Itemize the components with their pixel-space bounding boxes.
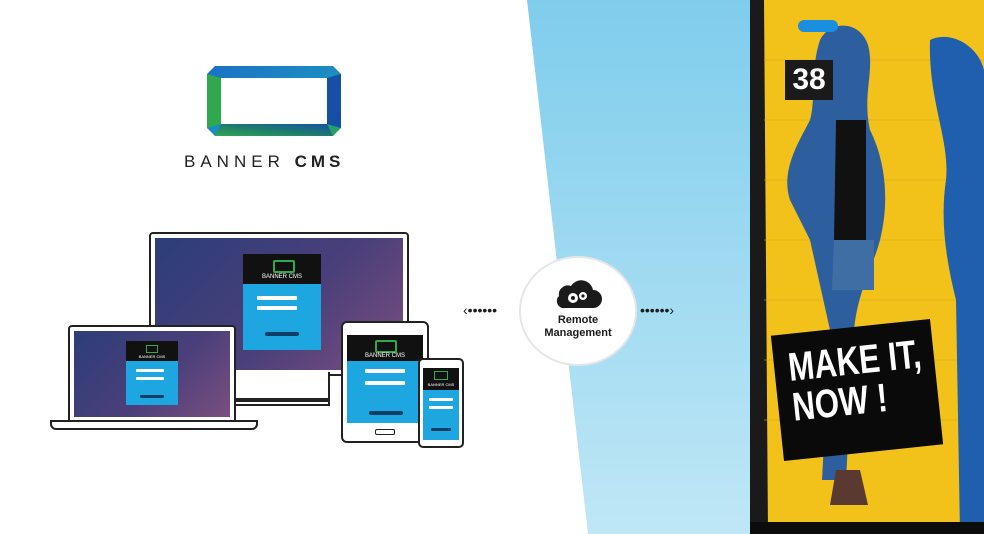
login-card-title: BANNER CMS bbox=[261, 274, 302, 280]
monitor-login-card: BANNER CMS bbox=[243, 254, 321, 350]
left-connector-arrow: ‹•••••• bbox=[463, 302, 498, 318]
password-field bbox=[257, 306, 297, 310]
poster-headline: MAKE IT, NOW ! bbox=[786, 332, 923, 430]
phone-login-card: BANNER CMS bbox=[423, 368, 459, 440]
poster-number-plate: 38 bbox=[785, 60, 833, 100]
poster-bottom-strip bbox=[750, 522, 984, 534]
brand-name: BANNER CMS bbox=[184, 152, 344, 172]
laptop-screen: BANNER CMS bbox=[74, 331, 230, 417]
phone-login-logo-icon bbox=[434, 371, 448, 380]
laptop-login-button bbox=[140, 395, 164, 398]
laptop-login-card: BANNER CMS bbox=[126, 341, 178, 405]
tablet-login-card: BANNER CMS bbox=[347, 335, 423, 423]
tablet: BANNER CMS bbox=[341, 321, 429, 443]
poster-headline-box: MAKE IT, NOW ! bbox=[770, 318, 944, 462]
phone-login-title: BANNER CMS bbox=[427, 382, 455, 387]
laptop-username-field bbox=[136, 369, 164, 372]
phone-login-header: BANNER CMS bbox=[423, 368, 459, 390]
remote-management-label: Remote Management bbox=[521, 314, 635, 340]
remote-management-badge: Remote Management bbox=[521, 258, 635, 364]
monitor-stand-base bbox=[228, 398, 328, 402]
remote-label-line1: Remote bbox=[557, 314, 599, 326]
phone-password-field bbox=[429, 406, 453, 409]
tablet-home-button bbox=[375, 429, 395, 435]
laptop-login-title: BANNER CMS bbox=[138, 354, 166, 359]
brand-name-light: BANNER bbox=[184, 152, 285, 171]
login-button bbox=[265, 332, 299, 336]
tablet-login-button bbox=[369, 411, 403, 415]
phone-username-field bbox=[429, 398, 453, 401]
login-logo-icon bbox=[273, 260, 295, 273]
brand-name-bold: CMS bbox=[294, 152, 345, 171]
tablet-password-field bbox=[365, 381, 405, 385]
laptop-base bbox=[50, 420, 258, 430]
phone: BANNER CMS bbox=[418, 358, 464, 448]
tablet-username-field bbox=[365, 369, 405, 373]
tablet-login-title: BANNER CMS bbox=[364, 353, 405, 359]
laptop-password-field bbox=[136, 377, 164, 380]
phone-login-button bbox=[431, 428, 451, 431]
tablet-login-header: BANNER CMS bbox=[347, 335, 423, 361]
cloud-gear-icon bbox=[556, 280, 602, 309]
remote-label-line2: Management bbox=[544, 327, 612, 339]
login-card-header: BANNER CMS bbox=[243, 254, 321, 284]
laptop: BANNER CMS bbox=[68, 325, 236, 425]
poster-headline-line2: NOW ! bbox=[790, 375, 890, 430]
banner-cms-logo bbox=[207, 66, 341, 136]
username-field bbox=[257, 296, 297, 300]
right-connector-arrow: ••••••› bbox=[640, 302, 675, 318]
laptop-login-logo-icon bbox=[146, 345, 158, 353]
tablet-login-logo-icon bbox=[375, 340, 397, 353]
laptop-login-header: BANNER CMS bbox=[126, 341, 178, 361]
